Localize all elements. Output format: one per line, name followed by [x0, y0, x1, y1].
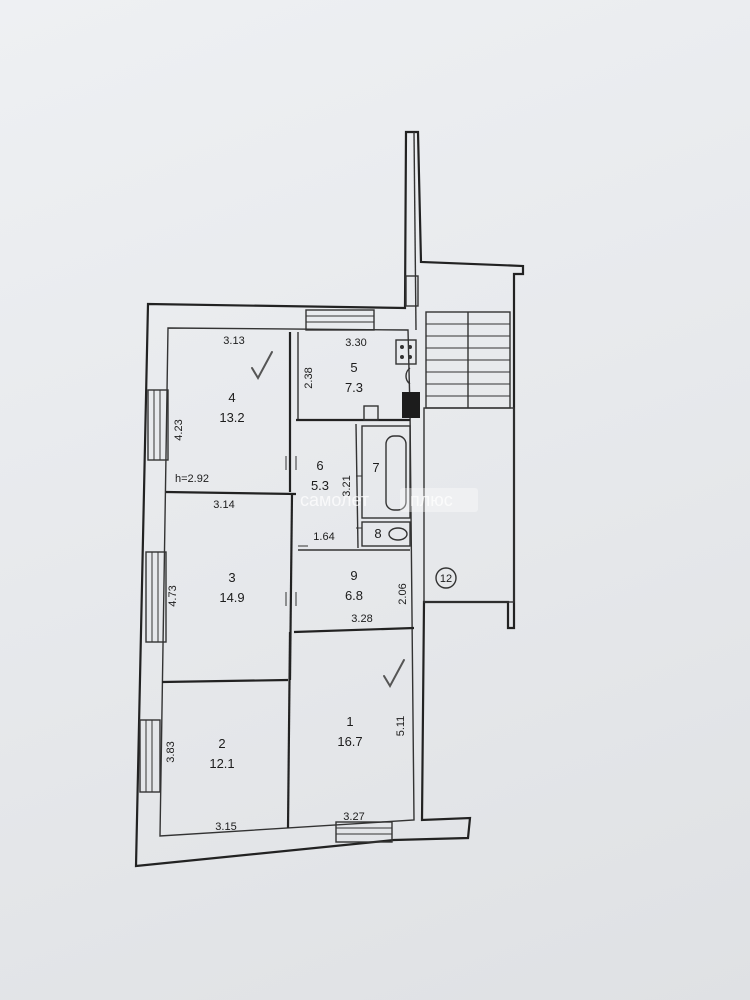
- room-1-number: 1: [346, 714, 353, 729]
- toilet-icon: [388, 527, 408, 541]
- dim-r9-bottom: 3.28: [351, 613, 372, 625]
- room-8-number: 8: [374, 526, 381, 541]
- dim-r4-bottom: 3.14: [213, 499, 234, 511]
- dim-r4-side: 4.23: [173, 419, 185, 440]
- dim-r9-side: 2.06: [397, 583, 409, 604]
- room-2-number: 2: [218, 736, 225, 751]
- watermark: самолет плюс: [300, 488, 478, 512]
- ceiling-height: h=2.92: [175, 473, 209, 485]
- room-5-number: 5: [350, 360, 357, 375]
- staircase: [425, 311, 511, 409]
- balcony-label-circle: [435, 567, 457, 589]
- room-3-area: 14.9: [219, 590, 244, 605]
- room-6-area: 5.3: [311, 478, 329, 493]
- dim-r2-side: 3.83: [165, 741, 177, 762]
- dim-r3-side: 4.73: [167, 585, 179, 606]
- watermark-part2: плюс: [410, 490, 453, 510]
- dim-r4-top: 3.13: [223, 335, 244, 347]
- room-5-area: 7.3: [345, 380, 363, 395]
- fixtures: [363, 339, 420, 541]
- boiler-icon: [402, 392, 420, 418]
- balcony-label: 12: [440, 573, 452, 585]
- bathtub-icon: [385, 435, 407, 511]
- shaft-wall: [413, 131, 417, 331]
- outer-wall: [134, 130, 525, 868]
- room-1-area: 16.7: [337, 734, 362, 749]
- dim-r5-top: 3.30: [345, 337, 366, 349]
- door-marks: [285, 430, 515, 606]
- dim-r1-side: 5.11: [395, 716, 407, 737]
- balcony-area: [423, 407, 515, 603]
- room-2-area: 12.1: [209, 756, 234, 771]
- dim-r6-bottom: 1.64: [313, 531, 334, 543]
- dim-r1-bottom: 3.27: [343, 811, 364, 823]
- dim-r2-bottom: 3.15: [215, 821, 236, 833]
- meter-icon: [363, 405, 379, 421]
- check-mark-room-4: [251, 351, 273, 381]
- windows: [139, 275, 419, 843]
- stove-icon: [395, 339, 417, 365]
- sink-icon: [405, 367, 411, 385]
- partitions: [161, 332, 415, 829]
- watermark-part1: самолет: [300, 490, 369, 510]
- room-4-number: 4: [228, 390, 235, 405]
- room-7-number: 7: [372, 460, 379, 475]
- dim-r6-side: 3.21: [341, 475, 353, 496]
- room-4-area: 13.2: [219, 410, 244, 425]
- room-6-number: 6: [316, 458, 323, 473]
- check-mark-room-1: [383, 659, 405, 689]
- room-9-number: 9: [350, 568, 357, 583]
- dim-r5-side: 2.38: [303, 367, 315, 388]
- room-3-number: 3: [228, 570, 235, 585]
- room-9-area: 6.8: [345, 588, 363, 603]
- inner-wall-outline: [159, 327, 415, 837]
